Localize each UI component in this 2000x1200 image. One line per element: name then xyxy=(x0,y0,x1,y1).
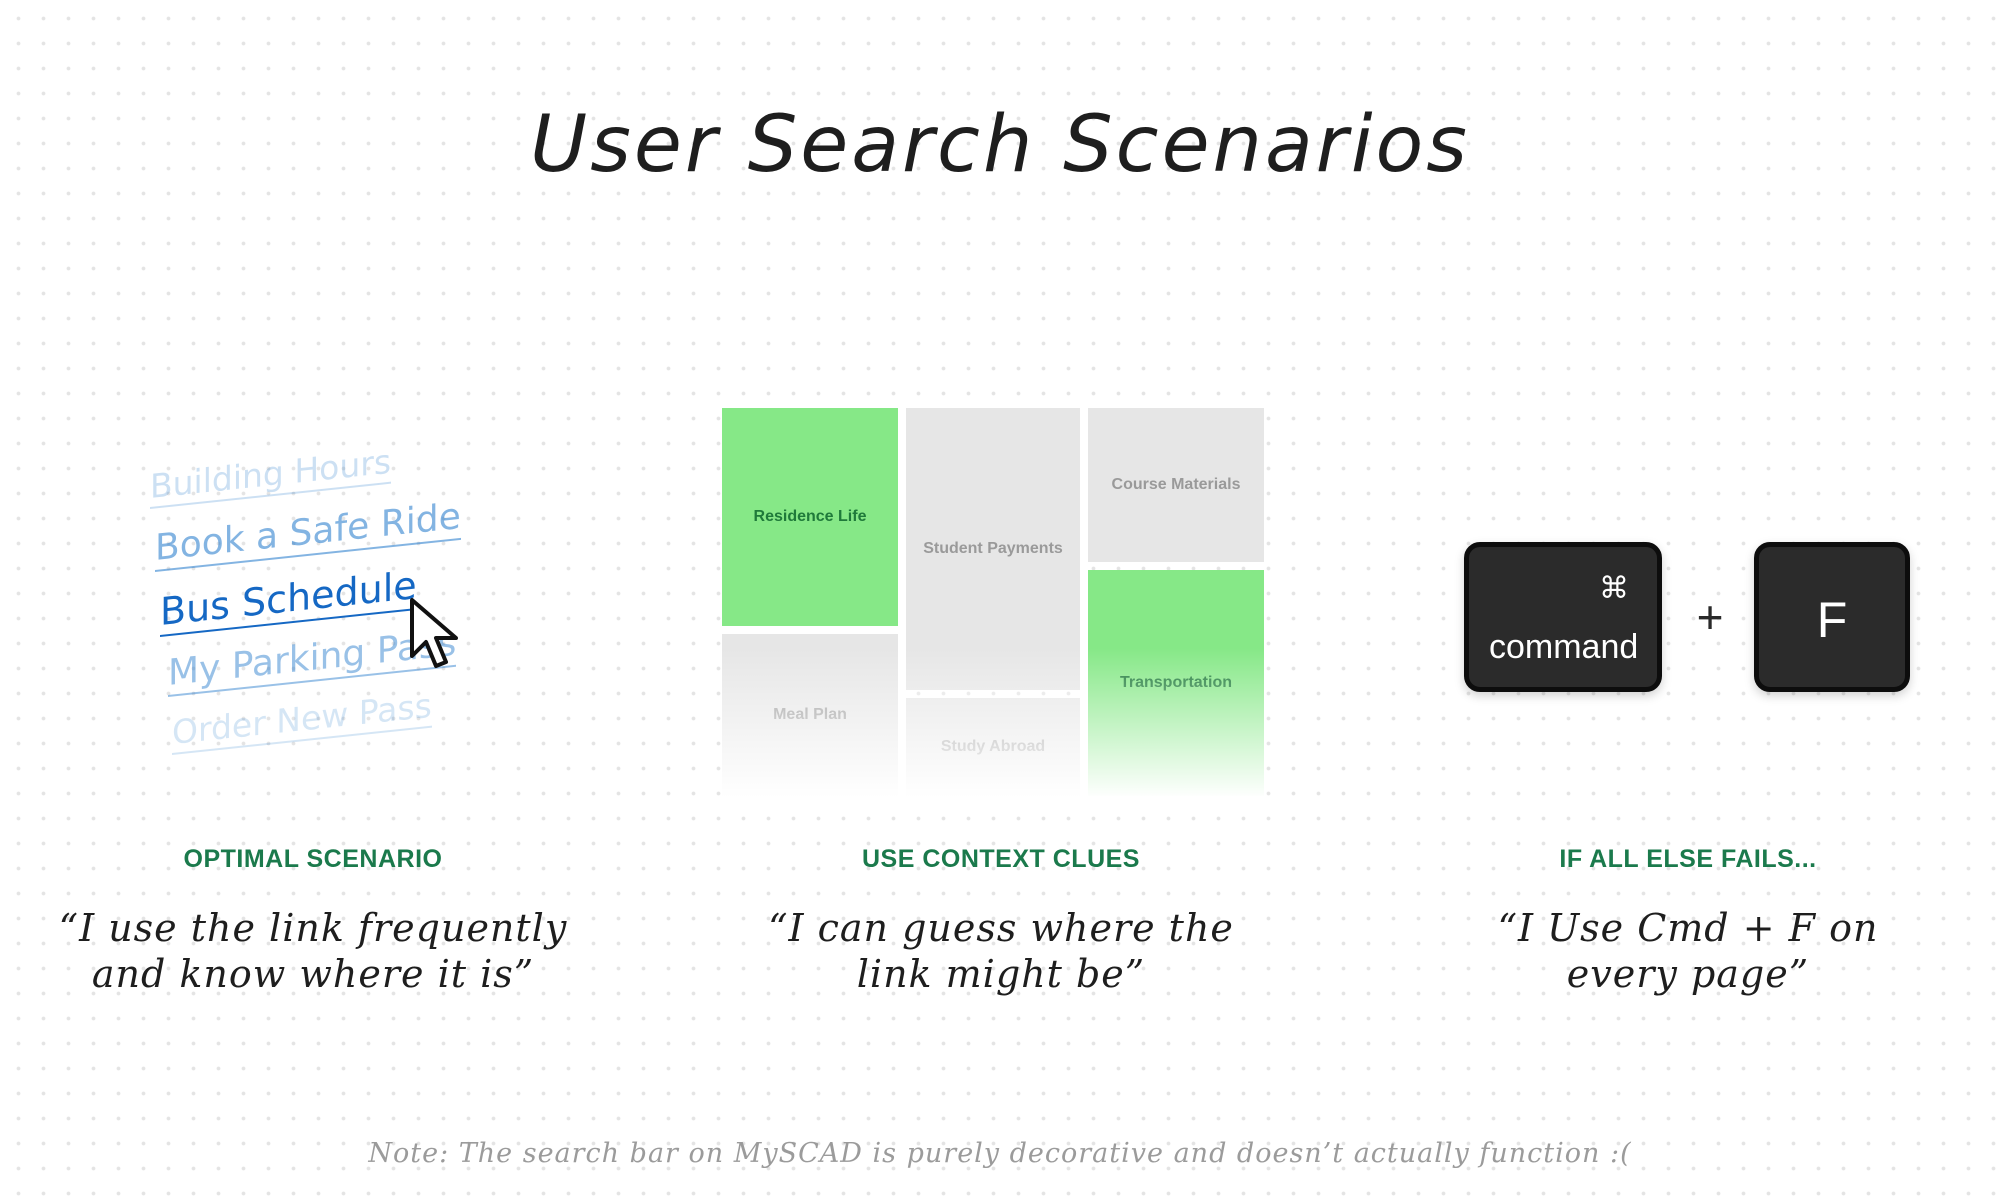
link-book-safe-ride[interactable]: Book a Safe Ride xyxy=(155,495,461,572)
f-key: F xyxy=(1754,542,1910,692)
scenario-quote-optimal: “I use the link frequently and know wher… xyxy=(33,905,593,997)
scenario-quote-fallback: “I Use Cmd + F on every page” xyxy=(1408,905,1968,997)
scenario-heading-context: USE CONTEXT CLUES xyxy=(862,845,1140,873)
quote-line: “I Use Cmd + F on xyxy=(1497,906,1879,950)
quote-line: “I can guess where the xyxy=(768,906,1234,950)
tile-study-abroad[interactable]: Study Abroad xyxy=(906,698,1080,796)
quote-line: link might be” xyxy=(856,952,1146,996)
treemap: Residence Life Student Payments Course M… xyxy=(722,408,1264,798)
link-building-hours[interactable]: Building Hours xyxy=(150,441,392,509)
command-key: ⌘ command xyxy=(1464,542,1662,692)
scenario-heading-fallback: IF ALL ELSE FAILS... xyxy=(1559,845,1817,873)
command-symbol-icon: ⌘ xyxy=(1599,571,1629,606)
command-key-label: command xyxy=(1489,628,1639,666)
quote-line: “I use the link frequently xyxy=(58,906,568,950)
mouse-cursor-icon xyxy=(410,598,458,668)
footer-note: Note: The search bar on MySCAD is purely… xyxy=(368,1138,1632,1169)
scenario-heading-optimal: OPTIMAL SCENARIO xyxy=(183,845,443,873)
link-order-new-pass[interactable]: Order New Pass xyxy=(172,685,432,755)
tile-transportation[interactable]: Transportation xyxy=(1088,570,1264,796)
quote-line: every page” xyxy=(1566,952,1810,996)
plus-sign: + xyxy=(1696,591,1724,643)
tile-student-payments[interactable]: Student Payments xyxy=(906,408,1080,690)
page-title: User Search Scenarios xyxy=(530,100,1470,190)
f-key-label: F xyxy=(1816,592,1848,648)
scenario-quote-context: “I can guess where the link might be” xyxy=(721,905,1281,997)
tile-residence-life[interactable]: Residence Life xyxy=(722,408,898,626)
tile-course-materials[interactable]: Course Materials xyxy=(1088,408,1264,562)
link-bus-schedule[interactable]: Bus Schedule xyxy=(160,563,417,637)
quote-line: and know where it is” xyxy=(91,952,535,996)
tile-meal-plan[interactable]: Meal Plan xyxy=(722,634,898,796)
